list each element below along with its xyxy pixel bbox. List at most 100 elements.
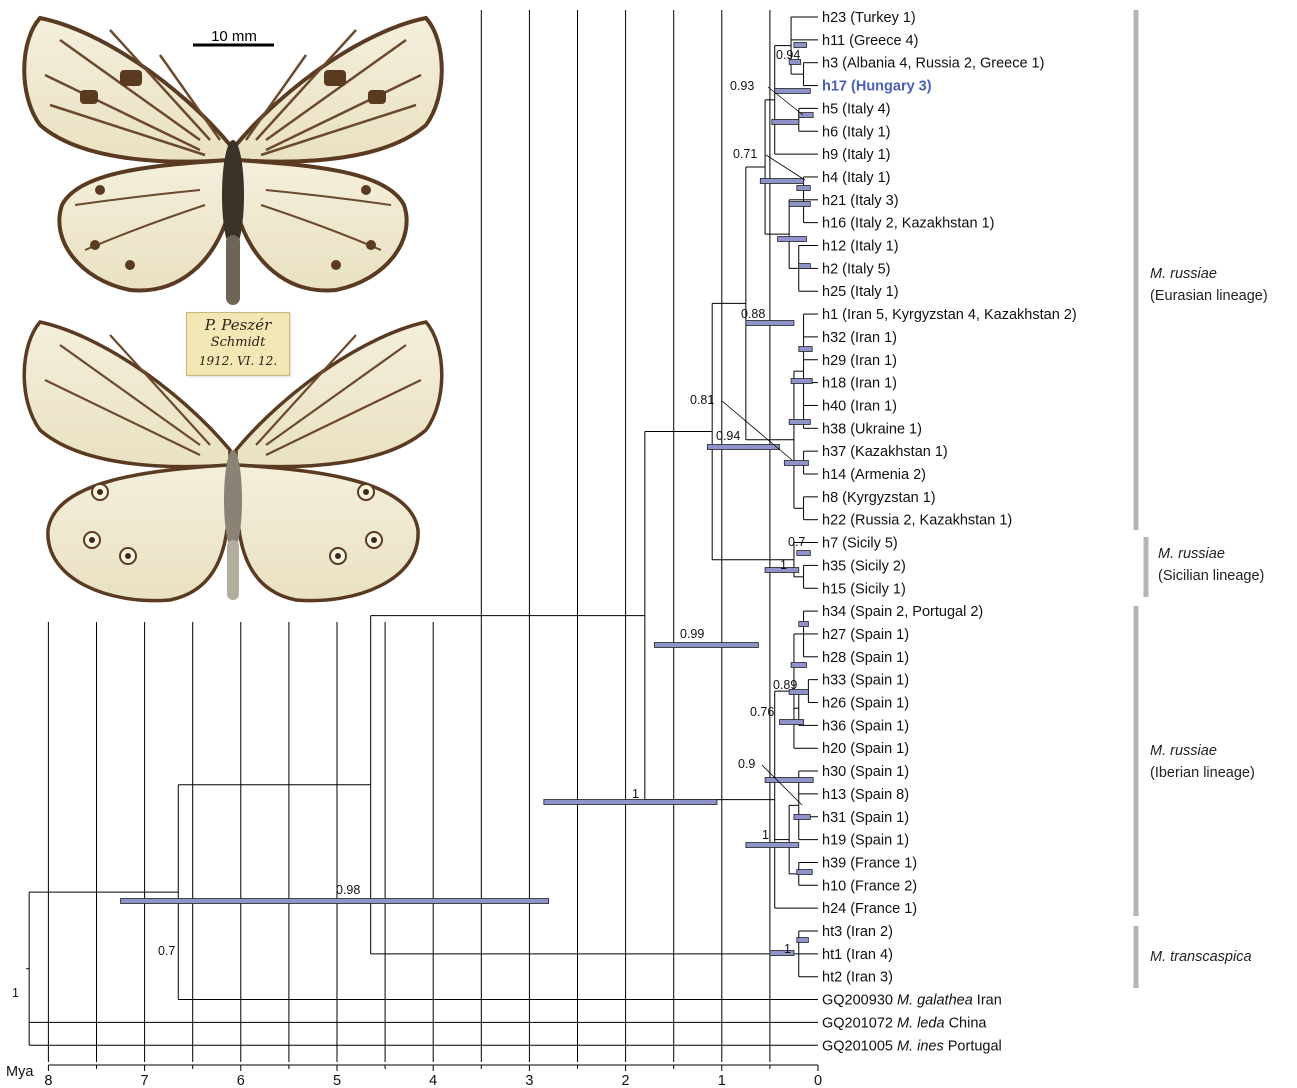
leaf-label-h16: h16 (Italy 2, Kazakhstan 1) — [822, 216, 995, 232]
node-age-bar — [799, 347, 812, 352]
node-age-bar — [707, 445, 779, 450]
leaf-label-h4: h4 (Italy 1) — [822, 170, 891, 186]
leaf-label-led: GQ201072 M. leda China — [822, 1015, 987, 1031]
axis-tick-label: 7 — [141, 1073, 149, 1088]
node-age-bar — [778, 237, 807, 242]
support-value-russiae-transcaspica: 1 — [632, 787, 639, 801]
leaf-label-ht1: ht1 (Iran 4) — [822, 947, 893, 963]
leaf-label-h38: h38 (Ukraine 1) — [822, 421, 922, 437]
leaf-label-h26: h26 (Spain 1) — [822, 696, 909, 712]
leaf-label-h20: h20 (Spain 1) — [822, 741, 909, 757]
leaf-label-part: China — [945, 1015, 988, 1031]
support-value-galathea: 0.98 — [336, 883, 360, 897]
leaf-label-h3: h3 (Albania 4, Russia 2, Greece 1) — [822, 56, 1044, 72]
node-age-bar — [797, 551, 810, 556]
specimen-label-line-1: P. Peszér — [187, 316, 289, 334]
clade-lineage-eurasian: (Eurasian lineage) — [1150, 288, 1268, 304]
support-value-russiae-west: 0.94 — [716, 429, 740, 443]
node-age-bar — [794, 815, 810, 820]
node-age-bar — [789, 420, 810, 425]
support-value-sicily-h7: 0.7 — [788, 535, 805, 549]
butterfly-photo-upperside — [0, 0, 460, 622]
node-age-bar — [780, 720, 804, 725]
leaf-label-h18: h18 (Iran 1) — [822, 376, 897, 392]
support-value-sicily-h35: 1 — [780, 558, 787, 572]
clade-species-transcaspica: M. transcaspica — [1150, 949, 1252, 965]
leaf-label-part: Portugal — [944, 1038, 1002, 1054]
leaf-label-gal: GQ200930 M. galathea Iran — [822, 993, 1002, 1009]
clade-brackets: M. russiae (Eurasian lineage) M. russiae (S… — [1136, 10, 1268, 988]
axis-unit-label: Mya — [6, 1064, 34, 1080]
support-value-leda: 0.7 — [158, 944, 175, 958]
clade-species-sicilian: M. russiae — [1158, 546, 1225, 562]
support-value-h3-group: 0.94 — [776, 48, 800, 62]
scale-bar-label: 10 mm — [211, 28, 257, 45]
leaf-label-h19: h19 (Spain 1) — [822, 833, 909, 849]
support-value-spain-h36: 0.76 — [750, 705, 774, 719]
leaf-label-h15: h15 (Sicily 1) — [822, 581, 906, 597]
support-value-spain-h30: 0.9 — [738, 757, 755, 771]
leaf-label-h8: h8 (Kyrgyzstan 1) — [822, 490, 936, 506]
node-age-bar — [775, 89, 811, 94]
axis-tick-label: 0 — [814, 1073, 822, 1088]
axis-tick-label: 3 — [525, 1073, 533, 1088]
support-leader-line — [766, 155, 805, 180]
node-age-bar — [797, 870, 812, 875]
node-age-bar — [794, 43, 807, 48]
support-value-eurasian-sicilian: 0.88 — [741, 307, 765, 321]
leaf-label-part: GQ200930 — [822, 993, 897, 1009]
leaf-label-h33: h33 (Spain 1) — [822, 673, 909, 689]
support-value-italy-h5h6: 0.93 — [730, 79, 754, 93]
leaf-label-h22: h22 (Russia 2, Kazakhstan 1) — [822, 513, 1012, 529]
node-age-bar — [746, 843, 799, 848]
node-age-bar — [799, 622, 809, 627]
leaf-label-h31: h31 (Spain 1) — [822, 810, 909, 826]
node-age-bar — [765, 778, 813, 783]
clade-species-eurasian: M. russiae — [1150, 266, 1217, 282]
specimen-label: P. Peszér Schmidt 1912. VI. 12. — [186, 312, 290, 376]
node-age-bar — [654, 643, 758, 648]
clade-lineage-iberian: (Iberian lineage) — [1150, 765, 1255, 781]
support-leader-line — [762, 765, 802, 805]
axis-tick-label: 4 — [429, 1073, 437, 1088]
support-value-russiae: 0.99 — [680, 627, 704, 641]
leaf-label-h29: h29 (Iran 1) — [822, 353, 897, 369]
leaf-label-h5: h5 (Italy 4) — [822, 101, 891, 117]
leaf-label-h17: h17 (Hungary 3) — [822, 79, 932, 95]
node-age-bar — [760, 179, 803, 184]
leaf-label-h32: h32 (Iran 1) — [822, 330, 897, 346]
node-age-bar — [784, 461, 808, 466]
specimen-label-line-3: 1912. VI. 12. — [187, 352, 289, 370]
leaf-label-h39: h39 (France 1) — [822, 855, 917, 871]
leaf-label-h30: h30 (Spain 1) — [822, 764, 909, 780]
leaf-label-h40: h40 (Iran 1) — [822, 398, 897, 414]
leaf-label-h21: h21 (Italy 3) — [822, 193, 899, 209]
leaf-label-h14: h14 (Armenia 2) — [822, 467, 926, 483]
leaf-label-h23: h23 (Turkey 1) — [822, 10, 916, 26]
node-age-bar — [791, 379, 812, 384]
support-value-root: 1 — [12, 986, 19, 1000]
clade-lineage-sicilian: (Sicilian lineage) — [1158, 568, 1264, 584]
node-age-bar — [799, 264, 811, 269]
leaf-label-h25: h25 (Italy 1) — [822, 284, 899, 300]
leaf-label-h24: h24 (France 1) — [822, 901, 917, 917]
axis-tick-label: 2 — [622, 1073, 630, 1088]
node-age-bar — [544, 800, 717, 805]
node-age-bar — [121, 899, 549, 904]
node-age-bar — [772, 120, 799, 125]
leaf-label-ine: GQ201005 M. ines Portugal — [822, 1038, 1002, 1054]
leaf-label-ht3: ht3 (Iran 2) — [822, 924, 893, 940]
leaf-label-h27: h27 (Spain 1) — [822, 627, 909, 643]
leaf-label-ht2: ht2 (Iran 3) — [822, 970, 893, 986]
leaf-label-h28: h28 (Spain 1) — [822, 650, 909, 666]
leaf-label-h11: h11 (Greece 4) — [822, 33, 918, 49]
support-value-italy-h4: 0.71 — [733, 147, 757, 161]
leaf-label-h10: h10 (France 2) — [822, 878, 917, 894]
clade-species-iberian: M. russiae — [1150, 743, 1217, 759]
support-value-spain-h33: 0.89 — [773, 678, 797, 692]
specimen-label-line-2: Schmidt — [187, 334, 289, 352]
leaf-label-h35: h35 (Sicily 2) — [822, 558, 906, 574]
node-age-bar — [789, 202, 810, 207]
